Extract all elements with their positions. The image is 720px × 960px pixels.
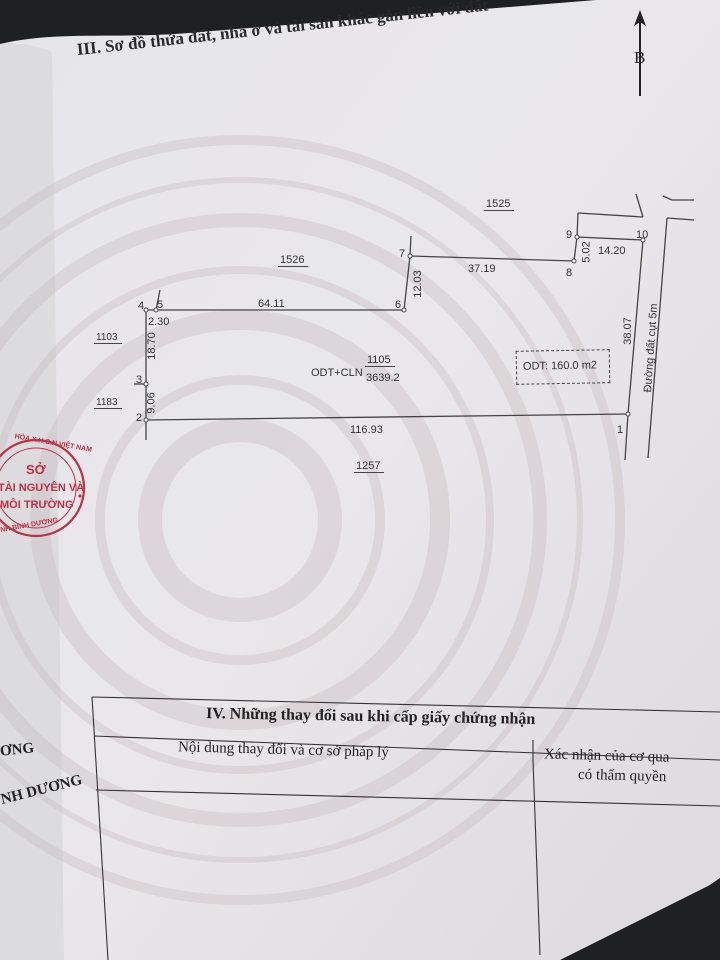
point-label-8: 8 bbox=[566, 267, 573, 279]
neighbor-parcel-1525: 1525 bbox=[484, 199, 515, 211]
residential-area-box: ODT: 160.0 m2 bbox=[515, 349, 611, 385]
point-label-4: 4 bbox=[138, 300, 145, 312]
parcel-area: 3639.2 bbox=[366, 372, 400, 384]
north-arrow-label: B bbox=[634, 48, 646, 67]
stamp-line-3: MÔI TRƯỜNG bbox=[0, 499, 74, 511]
point-label-5: 5 bbox=[157, 299, 164, 311]
stamp-line-2: TÀI NGUYÊN VÀ bbox=[0, 482, 85, 494]
parcel-number: 1105 bbox=[365, 355, 395, 367]
edge-length-4-5: 2.30 bbox=[148, 316, 170, 328]
left-page-fragment-1: ƠNG bbox=[0, 740, 35, 760]
section-iv-col2-header-line2: có thẩm quyền bbox=[577, 766, 667, 786]
point-label-3: 3 bbox=[136, 374, 143, 386]
edge-length-10-1: 38.07 bbox=[621, 317, 634, 345]
neighbor-parcel-1257: 1257 bbox=[354, 461, 385, 473]
point-label-1: 1 bbox=[617, 424, 624, 436]
edge-length-5-6: 64.11 bbox=[258, 298, 285, 310]
neighbor-parcel-1183: 1183 bbox=[94, 397, 122, 409]
point-label-10: 10 bbox=[636, 229, 649, 241]
neighbor-parcel-1103: 1103 bbox=[94, 332, 122, 344]
land-use-code: ODT+CLN bbox=[311, 367, 363, 379]
edge-length-3-4: 18.70 bbox=[145, 332, 158, 360]
edge-length-8-9: 5.02 bbox=[580, 241, 593, 263]
edge-length-2-3: 9.06 bbox=[145, 392, 158, 414]
point-label-2: 2 bbox=[136, 412, 143, 424]
official-stamp: HÒA X.H.C.N VIỆT NAM SỞ TÀI NGUYÊN VÀ MÔ… bbox=[0, 432, 96, 546]
stamp-line-1: SỞ bbox=[26, 462, 46, 477]
point-label-6: 6 bbox=[395, 299, 402, 311]
point-label-7: 7 bbox=[399, 248, 406, 260]
section-iv-col2-header-line1: Xác nhận của cơ qua bbox=[543, 746, 670, 766]
residential-area-label: ODT: 160.0 m2 bbox=[522, 359, 598, 373]
edge-length-7-8: 37.19 bbox=[468, 263, 496, 275]
neighbor-parcel-1526: 1526 bbox=[278, 255, 309, 267]
edge-length-9-10: 14.20 bbox=[598, 245, 626, 257]
edge-length-1-2: 116.93 bbox=[350, 424, 383, 436]
edge-length-6-7: 12.03 bbox=[411, 270, 424, 298]
north-arrow-icon: B bbox=[626, 8, 654, 98]
point-label-9: 9 bbox=[566, 229, 573, 241]
